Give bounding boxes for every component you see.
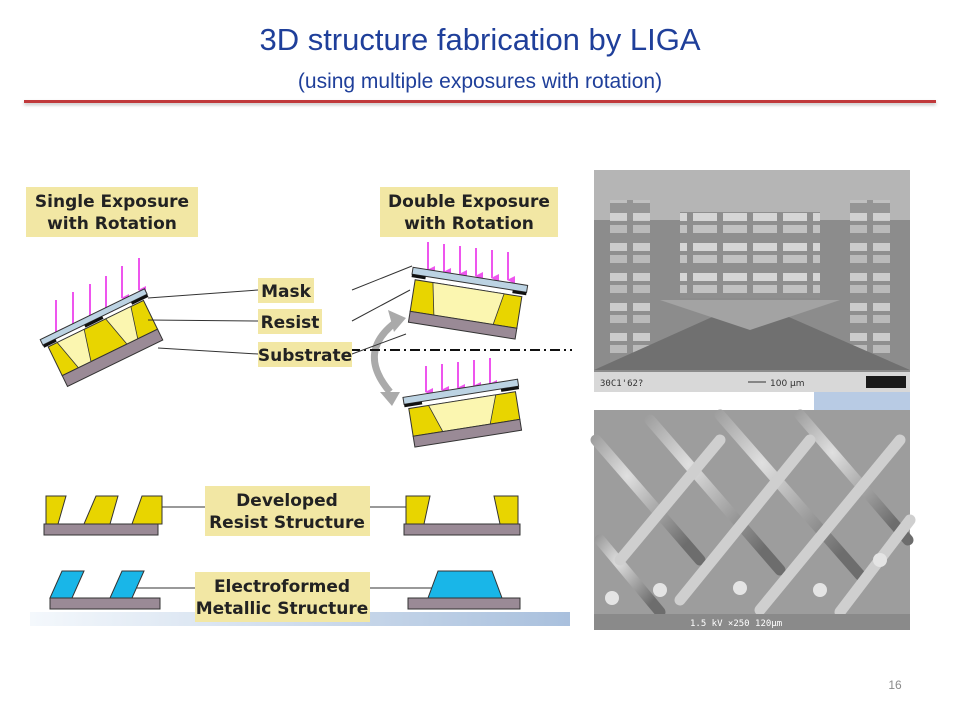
sem-image-bottom: 1.5 kV ×250 120µm xyxy=(590,409,916,630)
single-exposure-assembly xyxy=(39,258,164,388)
svg-text:30C1'62?: 30C1'62? xyxy=(600,379,643,389)
svg-text:with Rotation: with Rotation xyxy=(404,214,534,234)
electroformed-structure-right xyxy=(407,570,521,610)
double-exposure-top xyxy=(407,242,529,340)
rotation-indicator xyxy=(350,310,572,406)
label-single-exposure: Single Exposure with Rotation xyxy=(26,187,198,237)
svg-text:1.5 kV ×250 120µm: 1.5 kV ×250 120µm xyxy=(690,619,782,629)
electroformed-structure-left xyxy=(49,570,161,610)
exposure-arrows-right-top xyxy=(427,242,515,284)
label-developed-resist: Developed Resist Structure xyxy=(205,486,370,536)
exposure-arrows-right-bottom xyxy=(425,358,497,396)
svg-text:Single Exposure: Single Exposure xyxy=(35,192,189,212)
substrate-left xyxy=(61,328,164,388)
label-mask: Mask xyxy=(258,278,314,303)
svg-text:Metallic Structure: Metallic Structure xyxy=(196,599,369,619)
svg-text:100 µm: 100 µm xyxy=(770,379,805,389)
title-divider xyxy=(24,100,936,103)
svg-text:Double Exposure: Double Exposure xyxy=(388,192,550,212)
svg-text:Developed: Developed xyxy=(236,491,338,511)
exposure-arrows-left xyxy=(55,258,146,336)
sem-gap-band xyxy=(814,392,910,410)
sem-image-top: 30C1'62? 100 µm xyxy=(594,170,910,392)
svg-text:Resist: Resist xyxy=(261,313,320,333)
slide-title: 3D structure fabrication by LIGA xyxy=(259,22,701,57)
svg-text:Mask: Mask xyxy=(261,282,312,302)
svg-text:Substrate: Substrate xyxy=(258,346,352,366)
slide-subtitle: (using multiple exposures with rotation) xyxy=(297,70,663,93)
svg-text:Resist Structure: Resist Structure xyxy=(209,513,365,533)
label-substrate: Substrate xyxy=(258,342,352,367)
developed-structure-right xyxy=(403,495,521,536)
svg-text:Electroformed: Electroformed xyxy=(214,577,350,597)
label-double-exposure: Double Exposure with Rotation xyxy=(380,187,558,237)
leader-lines xyxy=(130,265,440,589)
imt-logo xyxy=(866,376,906,388)
mask-layer-left xyxy=(39,288,148,346)
label-resist: Resist xyxy=(258,309,322,334)
page-number: 16 xyxy=(888,678,902,692)
label-electroformed-metal: Electroformed Metallic Structure xyxy=(195,572,370,622)
developed-structure-left xyxy=(43,495,163,536)
double-exposure-bottom xyxy=(402,358,523,448)
svg-text:with Rotation: with Rotation xyxy=(47,214,177,234)
